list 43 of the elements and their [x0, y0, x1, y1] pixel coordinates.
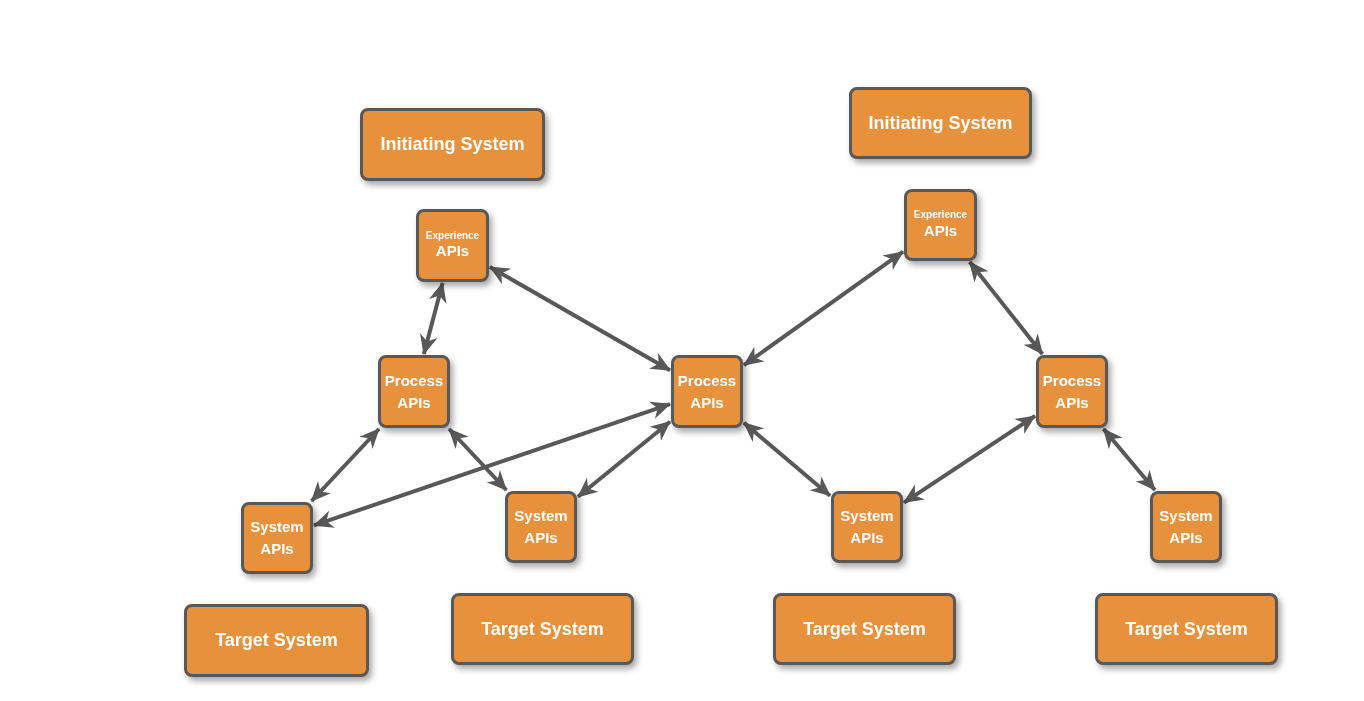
system-box — [849, 87, 1032, 159]
api-box — [1036, 355, 1108, 428]
node-label: Process APIs — [676, 370, 738, 413]
node-label: Target System — [480, 617, 605, 641]
api-box — [505, 491, 577, 563]
api-box — [416, 209, 489, 282]
system-box — [184, 604, 369, 677]
node-label: System APIs — [513, 506, 569, 548]
node-label: System APIs — [839, 506, 895, 548]
double-arrow — [576, 420, 672, 499]
node-label: Target System — [1124, 617, 1249, 641]
double-arrow — [742, 250, 905, 367]
double-arrow — [313, 401, 671, 528]
node-label: APIs — [923, 221, 958, 241]
system-box — [360, 108, 545, 181]
system-box — [451, 593, 634, 665]
node-label: Initiating System — [379, 133, 526, 156]
api-box — [1150, 491, 1222, 563]
double-arrow — [968, 260, 1044, 356]
node-label: Target System — [802, 617, 927, 641]
node-label: Initiating System — [867, 111, 1014, 135]
node-label: Target System — [214, 629, 339, 652]
double-arrow — [310, 427, 381, 503]
double-arrow — [420, 282, 447, 355]
double-arrow — [447, 427, 508, 492]
api-box — [241, 502, 313, 574]
node-label: System APIs — [1158, 506, 1214, 548]
double-arrow — [1102, 427, 1157, 492]
api-box — [378, 355, 450, 428]
node-label: Process APIs — [383, 370, 445, 413]
system-box — [773, 593, 956, 665]
api-box — [671, 355, 743, 428]
node-label: Experience — [425, 229, 480, 243]
node-label: APIs — [435, 242, 470, 262]
node-label: System APIs — [249, 517, 305, 559]
api-box — [831, 491, 903, 563]
api-box — [904, 189, 977, 261]
double-arrow — [742, 421, 832, 498]
system-box — [1095, 593, 1278, 665]
node-label: Experience — [913, 209, 968, 222]
node-label: Process APIs — [1041, 370, 1103, 413]
double-arrow — [902, 414, 1037, 505]
double-arrow — [489, 265, 671, 372]
